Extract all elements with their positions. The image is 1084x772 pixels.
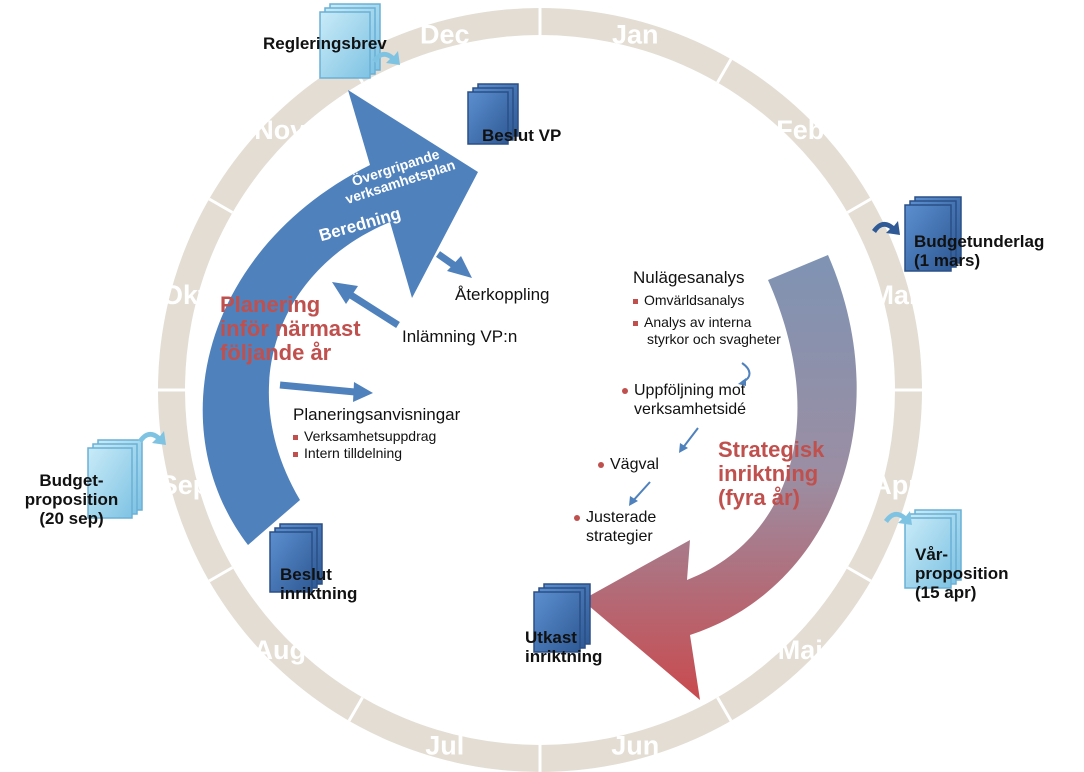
planeringsanvisningar-label: Planeringsanvisningar [293, 405, 461, 424]
uppfoljning-line1: Uppföljning mot [622, 381, 746, 400]
planning-phase-label: Planering inför närmast följande år [220, 293, 361, 365]
nulagesanalys-bullets: Omvärldsanalys Analys av interna styrkor… [633, 292, 781, 348]
doc-sheet [533, 591, 581, 653]
strategic-phase-label: Strategisk inriktning (fyra år) [718, 438, 824, 510]
regleringsbrev-label: Regleringsbrev [263, 34, 387, 53]
curved-arrow-icon [138, 431, 166, 445]
uppfoljning-text: Uppföljning mot [634, 382, 746, 399]
justerade-strategier-label: Justerade strategier [574, 508, 656, 546]
month-label-jun: Jun [611, 730, 659, 760]
planeringsanvisningar-bullets: Verksamhetsuppdrag Intern tilldelning [293, 428, 436, 462]
month-label-nov: Nov [254, 115, 305, 145]
month-label-jan: Jan [612, 20, 659, 50]
month-label-sep: Sep [160, 470, 210, 500]
strategic-phase-line3: (fyra år) [718, 485, 800, 510]
budget-prop-line1: Budget- [39, 471, 104, 490]
var-prop-line3: (15 apr) [915, 583, 977, 602]
beslut-inr-line1: Beslut [280, 565, 332, 584]
bullet-item: Omvärldsanalys [633, 292, 781, 309]
utkast-inriktning-label: Utkast inriktning [525, 628, 602, 666]
aterkoppling-label: Återkoppling [455, 285, 550, 304]
justerade-line2: strategier [586, 528, 653, 545]
month-divider [208, 197, 234, 214]
month-label-aug: Aug [254, 635, 306, 665]
budgetproposition-label: Budget- proposition (20 sep) [14, 471, 129, 528]
planning-arrow [202, 90, 478, 545]
bullet-text: Intern tilldelning [304, 445, 403, 461]
strategic-arrow [582, 255, 857, 700]
document-icons [87, 3, 962, 653]
doc-sheet [87, 447, 133, 519]
doc-sheet [319, 11, 371, 79]
beslut-inriktning-label: Beslut inriktning [280, 565, 357, 603]
var-proposition-label: Vår- proposition (15 apr) [915, 545, 1008, 602]
vagval-text: Vägval [610, 456, 659, 473]
beslut-vp-doc-icon [467, 83, 519, 145]
bullet-text: Omvärldsanalys [644, 292, 745, 308]
regleringsbrev-doc-icon [319, 3, 400, 79]
strategic-phase-line1: Strategisk [718, 437, 825, 462]
planning-phase-line1: Planering [220, 292, 321, 317]
month-dividers [158, 8, 922, 772]
bullet-item-continuation: styrkor och svagheter [633, 331, 781, 348]
bullet-text: styrkor och svagheter [647, 331, 781, 347]
budgetunderlag-label: Budgetunderlag (1 mars) [914, 232, 1044, 270]
strategic-phase-line2: inriktning [718, 461, 819, 486]
utkast-line2: inriktning [525, 647, 603, 666]
beslut-vp-label: Beslut VP [482, 126, 562, 145]
month-divider [347, 696, 364, 722]
planning-phase-line3: följande år [220, 340, 332, 365]
budgetunderlag-line1: Budgetunderlag [914, 232, 1045, 251]
month-label-dec: Dec [420, 20, 470, 50]
doc-sheet [904, 517, 952, 589]
beslut-inr-line2: inriktning [280, 584, 358, 603]
month-label-okt: Okt [162, 280, 207, 310]
curved-arrow-icon [884, 511, 912, 525]
planning-phase-line2: inför närmast [220, 316, 361, 341]
budgetproposition-doc-icon [87, 431, 166, 519]
budgetunderlag-doc-icon [872, 196, 962, 272]
utkast-inriktning-doc-icon [533, 583, 591, 653]
doc-sheet [904, 204, 952, 272]
utkast-line1: Utkast [525, 628, 577, 647]
month-divider [716, 58, 733, 84]
connector-arrows [279, 251, 472, 402]
month-divider [716, 696, 733, 722]
flow-arrows [629, 362, 751, 506]
month-label-apr: Apr [872, 470, 919, 500]
curved-arrow-icon [872, 221, 900, 235]
month-label-mar: Mar [871, 280, 920, 310]
uppfoljning-line2: verksamhetsidé [634, 401, 747, 418]
budget-prop-line3: (20 sep) [39, 509, 104, 528]
budget-prop-line2: proposition [24, 490, 119, 509]
month-label-maj: Maj [778, 635, 823, 665]
month-divider [208, 566, 234, 583]
month-divider [846, 566, 872, 583]
bullet-item: Intern tilldelning [293, 445, 436, 462]
month-label-jul: Jul [425, 730, 464, 760]
month-divider [846, 197, 872, 214]
doc-sheet [269, 531, 313, 593]
justerade-text: Justerade [586, 509, 657, 526]
curved-arrow-icon [372, 51, 400, 65]
var-prop-line1: Vår- [915, 545, 949, 564]
var-proposition-doc-icon [884, 509, 962, 589]
vagval-label: Vägval [598, 455, 659, 474]
budgetunderlag-line2: (1 mars) [914, 251, 981, 270]
inlamning-label: Inlämning VP:n [402, 327, 518, 346]
uppfoljning-label: Uppföljning mot verksamhetsidé [622, 381, 746, 419]
doc-sheet [467, 91, 509, 145]
bullet-item: Verksamhetsuppdrag [293, 428, 436, 445]
bullet-text: Verksamhetsuppdrag [304, 428, 437, 444]
justerade-line1: Justerade [574, 508, 656, 527]
bullet-text: Analys av interna [644, 314, 752, 330]
month-label-feb: Feb [776, 115, 824, 145]
beslut-inriktning-doc-icon [269, 523, 323, 593]
bullet-item: Analys av interna [633, 314, 781, 331]
var-prop-line2: proposition [915, 564, 1009, 583]
nulagesanalys-label: Nulägesanalys [633, 268, 745, 287]
